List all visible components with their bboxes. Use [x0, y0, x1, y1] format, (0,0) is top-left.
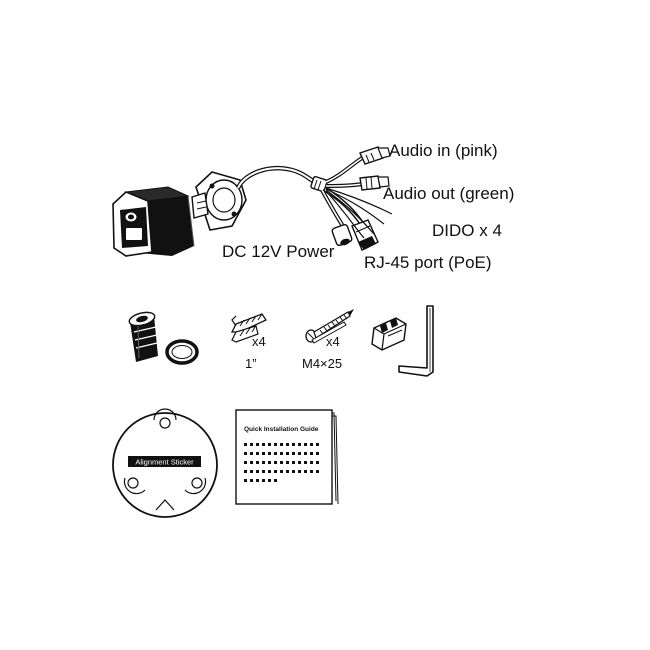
cable-junction	[310, 175, 328, 193]
quick-installation-guide	[235, 409, 339, 505]
rj45-label: RJ-45 port (PoE)	[364, 253, 492, 272]
bullet-camera	[112, 146, 393, 257]
screws-qty-label: x4	[326, 334, 340, 349]
audio-out-label: Audio out (green)	[383, 184, 515, 203]
alignment-sticker-label: Alignment Sticker	[135, 458, 194, 467]
cable-gland	[371, 317, 407, 351]
dc-power-label: DC 12V Power	[222, 242, 335, 261]
dido-wires	[325, 187, 393, 239]
audio-out-connector	[325, 175, 390, 191]
self-tapping-screws	[305, 309, 354, 344]
waterproof-cap	[128, 311, 158, 362]
anchors-qty-label: x4	[252, 334, 266, 349]
camera-mount-bracket	[191, 171, 247, 231]
audio-in-label: Audio in (pink)	[389, 141, 498, 160]
dido-label: DIDO x 4	[432, 221, 502, 240]
hex-key	[398, 305, 434, 377]
audio-in-connector	[325, 146, 391, 184]
rubber-ring	[165, 339, 199, 365]
screws-size-label: M4×25	[302, 356, 342, 371]
camera-body	[112, 186, 195, 257]
alignment-sticker	[112, 408, 218, 518]
camera-main-cable	[235, 165, 320, 190]
dc-power-connector	[320, 189, 353, 247]
wall-anchors	[230, 313, 267, 343]
guide-text-lines	[244, 443, 319, 482]
anchors-size-label: 1”	[245, 356, 257, 371]
guide-title: Quick Installation Guide	[244, 426, 319, 433]
